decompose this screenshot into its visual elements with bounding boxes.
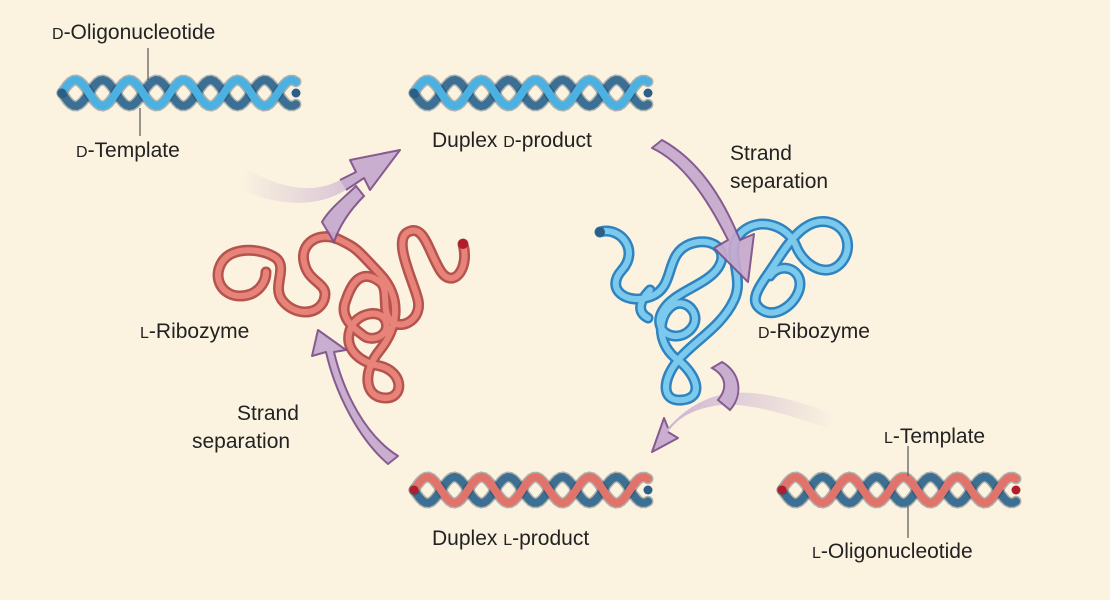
label-strand-separation-right: Strand separation (730, 142, 828, 193)
duplex-l-product-helix (408, 471, 654, 509)
duplex-d-product-helix-strand-1 (410, 75, 652, 111)
label-l-oligonucleotide: L-Oligonucleotide (812, 540, 973, 563)
duplex-l-product-helix-strand-1 (410, 472, 652, 508)
l-template-oligo-helix (776, 471, 1022, 509)
label-d-oligonucleotide: D-Oligonucleotide (52, 21, 215, 44)
label-d-template: D-Template (76, 139, 180, 162)
label-l-template: L-Template (884, 425, 985, 448)
d-template-oligo-helix (56, 74, 302, 112)
label-duplex-l-product: Duplex L-product (432, 527, 589, 550)
label-d-ribozyme: D-Ribozyme (758, 320, 870, 343)
label-l-ribozyme: L-Ribozyme (140, 320, 249, 343)
arrow-to-duplex-l-product (651, 360, 836, 453)
duplex-d-product-helix-strand-2 (410, 75, 652, 111)
d-template-oligo-helix-strand-1 (58, 75, 300, 111)
duplex-d-product-helix (408, 74, 654, 112)
label-duplex-d-product: Duplex D-product (432, 129, 592, 152)
l-template-oligo-helix-strand-1 (778, 472, 1020, 508)
arrow-strand-separation-left (311, 329, 399, 465)
duplex-l-product-helix-strand-2 (410, 472, 652, 508)
l-template-oligo-helix-strand-2 (778, 472, 1020, 508)
l-ribozyme-strand (212, 225, 470, 404)
d-ribozyme-strand (594, 216, 854, 406)
label-strand-separation-left: Strand separation (192, 402, 305, 453)
d-template-oligo-helix-strand-2 (58, 75, 300, 111)
arrow-to-duplex-d-product (240, 149, 401, 245)
arrow-strand-separation-right (651, 139, 755, 283)
